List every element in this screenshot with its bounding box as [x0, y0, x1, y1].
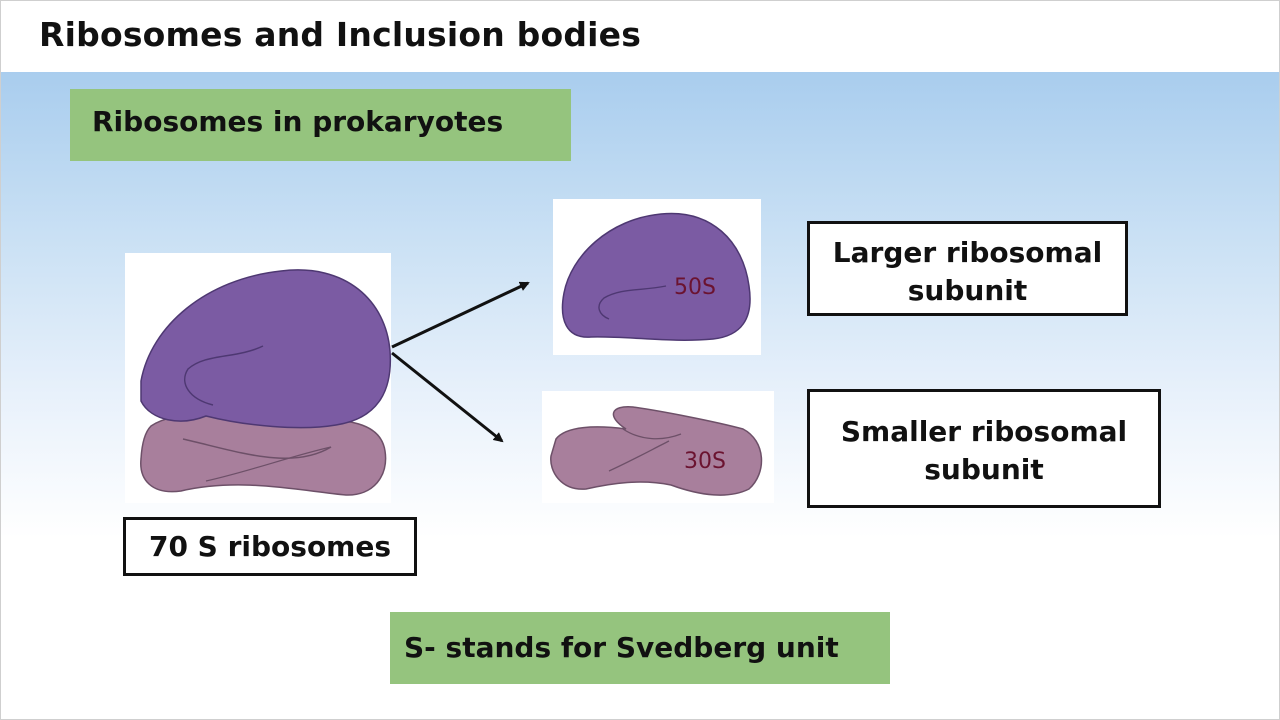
large-subunit-label-line2: subunit — [907, 274, 1028, 307]
large-subunit-label: Larger ribosomal subunit — [807, 221, 1128, 316]
subunit-50s-panel — [553, 199, 761, 355]
subtitle-text: Ribosomes in prokaryotes — [92, 105, 504, 138]
subtitle-box: Ribosomes in prokaryotes — [70, 89, 571, 161]
title-bar: Ribosomes and Inclusion bodies — [1, 1, 1279, 72]
footnote-box: S- stands for Svedberg unit — [390, 612, 890, 684]
small-subunit-label: Smaller ribosomal subunit — [807, 389, 1161, 508]
footnote-text: S- stands for Svedberg unit — [404, 631, 839, 664]
ribosome-70s-label: 70 S ribosomes — [123, 517, 417, 576]
small-subunit-label-line1: Smaller ribosomal — [840, 415, 1128, 448]
ribosome-70s-panel — [125, 253, 391, 503]
small-subunit-label-line2: subunit — [924, 453, 1044, 486]
subunit-30s-panel — [542, 391, 774, 503]
slide-title: Ribosomes and Inclusion bodies — [39, 15, 642, 54]
ribosome-70s-label-text: 70 S ribosomes — [148, 530, 392, 563]
large-subunit-label-line1: Larger ribosomal — [832, 236, 1103, 269]
